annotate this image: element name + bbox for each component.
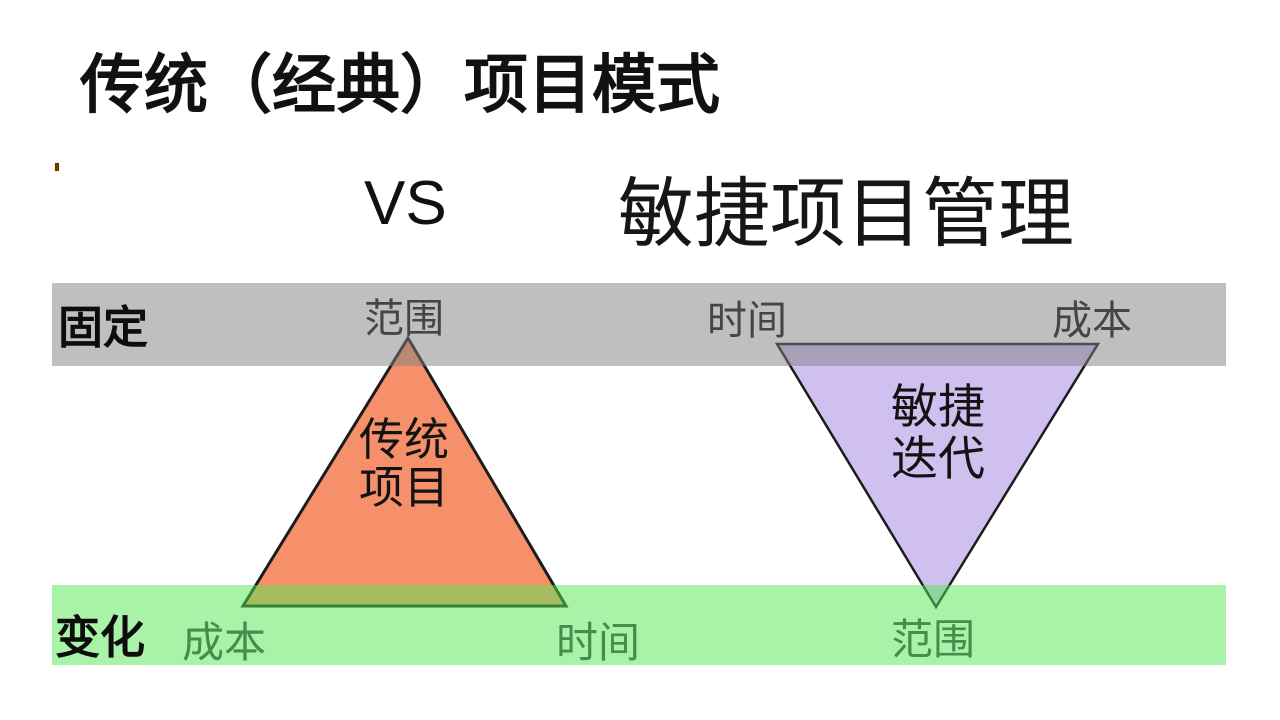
agile-name-line2: 迭代	[891, 431, 985, 485]
traditional-cost-label: 成本	[181, 619, 266, 666]
traditional-triangle-name: 传统 项目	[289, 414, 519, 514]
fixed-band	[52, 283, 1226, 366]
traditional-name-line2: 项目	[358, 462, 449, 514]
agile-cost-label: 成本	[1052, 299, 1132, 343]
fixed-row-label: 固定	[58, 302, 149, 353]
agile-name-line1: 敏捷	[891, 380, 985, 433]
title-traditional-mode: 传统（经典）项目模式	[80, 49, 720, 121]
agile-triangle-name: 敏捷 迭代	[823, 381, 1053, 484]
stray-mark	[55, 163, 59, 171]
title-agile-management: 敏捷项目管理	[618, 173, 1074, 257]
variable-band	[52, 585, 1226, 665]
traditional-time-label: 时间	[555, 619, 640, 666]
agile-time-label: 时间	[707, 299, 787, 343]
traditional-scope-label: 范围	[364, 297, 444, 341]
traditional-name-line1: 传统	[358, 414, 449, 465]
variable-row-label: 变化	[55, 612, 146, 663]
agile-scope-label: 范围	[890, 616, 975, 663]
vs-label: VS	[364, 169, 447, 238]
